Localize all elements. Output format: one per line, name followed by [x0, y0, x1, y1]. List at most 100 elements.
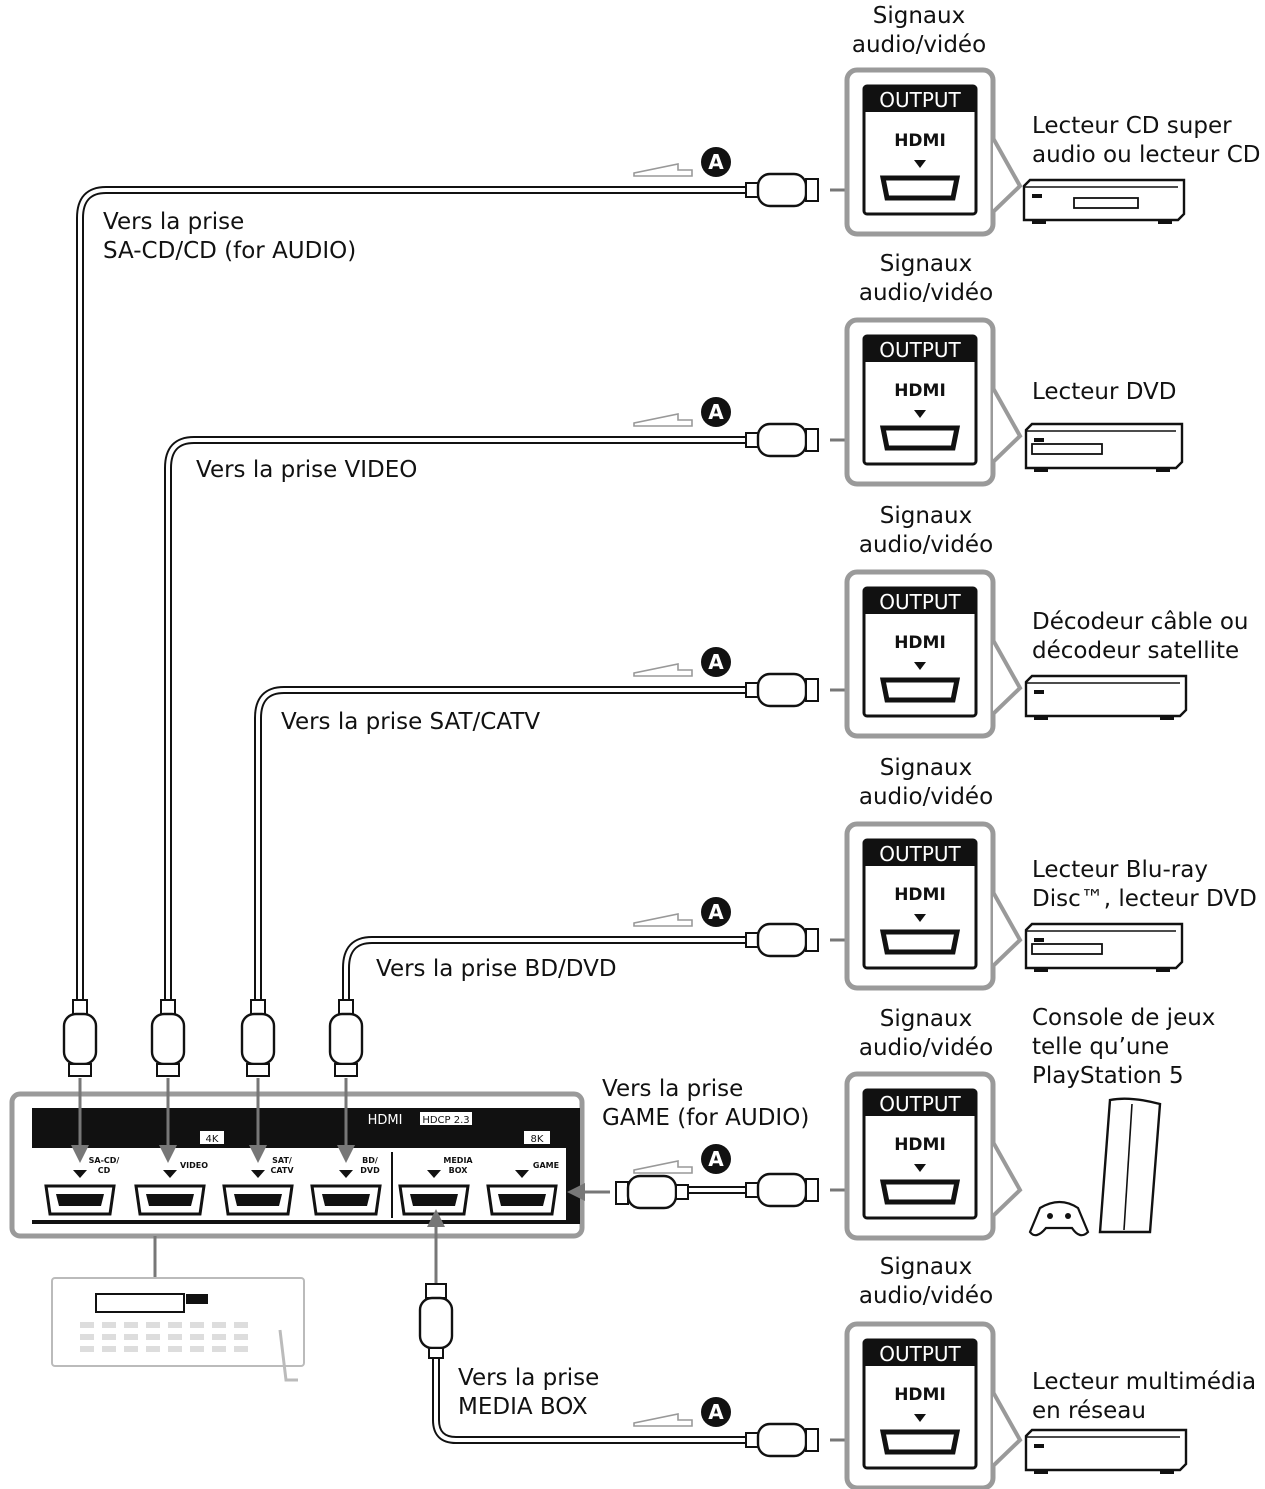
plug-tip	[805, 928, 819, 952]
device-foot	[1158, 220, 1172, 224]
jack-triangle-icon	[427, 1170, 441, 1178]
hdmi-port-icon	[879, 929, 961, 955]
hdmi-jack-slot	[322, 1194, 370, 1206]
console-seam	[1123, 1103, 1133, 1231]
jack-label: DVD	[360, 1166, 380, 1175]
marker-a-letter: A	[708, 900, 724, 924]
receiver-jack-0: SA-CD/CD	[44, 1156, 120, 1216]
plug-neck	[338, 999, 354, 1015]
plug-neck	[160, 999, 176, 1015]
down-triangle-icon	[914, 662, 926, 670]
power-indicator-icon	[1034, 938, 1044, 942]
cable-marker-a-4: A	[633, 1144, 731, 1174]
receiver-jack-2: SAT/CATV	[222, 1156, 294, 1216]
receiver-unit-terminal	[168, 1334, 182, 1340]
device-foot	[1160, 1470, 1174, 1474]
receiver-plug-3	[328, 999, 364, 1077]
plug-tip	[68, 1063, 92, 1077]
jack-destination-3: Vers la prise BD/DVD	[376, 956, 617, 982]
receiver-unit-cord	[278, 1329, 298, 1382]
hdmi-jack-slot	[146, 1194, 194, 1206]
hdmi-jack-slot	[498, 1194, 546, 1206]
plug-tip	[615, 1181, 629, 1205]
hdmi-cable-5	[432, 1300, 752, 1444]
receiver-unit-terminal	[168, 1346, 182, 1352]
receiver-jack-1: VIDEO	[134, 1161, 208, 1216]
device-icon-0	[1022, 178, 1186, 224]
hdmi-label: HDMI	[894, 1385, 946, 1405]
device-icon-2	[1024, 674, 1188, 720]
jack-label: SAT/	[272, 1156, 292, 1165]
console-body	[1098, 1097, 1162, 1234]
plug-tip	[156, 1063, 180, 1077]
receiver-unit-terminal	[190, 1334, 204, 1340]
plug-body	[150, 1012, 186, 1066]
jack-label: GAME	[533, 1161, 559, 1170]
receiver-unit-terminal	[212, 1322, 226, 1328]
plug-body	[62, 1012, 98, 1066]
plug-neck	[745, 1182, 759, 1198]
jack-label: CD	[98, 1166, 111, 1175]
output-panel-2: OUTPUT HDMI	[844, 569, 1023, 739]
hdmi-port-icon	[879, 677, 961, 703]
jack-triangle-icon	[339, 1170, 353, 1178]
hdmi-port-icon	[879, 1429, 961, 1455]
plug-tip	[246, 1063, 270, 1077]
hollow-arrow	[633, 913, 693, 927]
receiver-unit-terminal	[102, 1346, 116, 1352]
output-bar	[864, 1340, 976, 1366]
panel-wedge	[991, 639, 1023, 716]
output-label: OUTPUT	[879, 1092, 961, 1116]
device-icon-5	[1024, 1428, 1188, 1474]
plug-neck	[428, 1347, 444, 1359]
device-body	[1024, 1428, 1188, 1472]
hdmi-label: HDMI	[894, 1135, 946, 1155]
hdmi-cable-3	[342, 936, 752, 1002]
hdmi-label: HDMI	[894, 633, 946, 653]
receiver-unit-terminal	[234, 1334, 248, 1340]
plug-neck	[745, 1432, 759, 1448]
receiver-unit-terminal	[212, 1334, 226, 1340]
receiver-unit-terminal	[190, 1346, 204, 1352]
hdmi-cable-1	[164, 436, 752, 1002]
panel-wedge	[991, 891, 1023, 968]
jack-triangle-icon	[515, 1170, 529, 1178]
hollow-arrow	[633, 1413, 693, 1427]
output-label: OUTPUT	[879, 842, 961, 866]
output-label: OUTPUT	[879, 590, 961, 614]
power-indicator-icon	[1034, 438, 1044, 442]
device-plug-1	[745, 422, 819, 458]
jack-triangle-icon	[251, 1170, 265, 1178]
receiver-unit-terminal	[168, 1322, 182, 1328]
hollow-arrow	[633, 163, 693, 177]
game-plug	[615, 1174, 689, 1210]
plug-body	[328, 1012, 364, 1066]
plug-body	[418, 1296, 454, 1350]
device-foot	[1156, 468, 1170, 472]
receiver-unit-terminal	[190, 1322, 204, 1328]
disc-tray-icon	[1073, 197, 1139, 209]
controller-icon	[1028, 1200, 1090, 1237]
receiver-unit-terminal	[102, 1334, 116, 1340]
marker-a-letter: A	[708, 650, 724, 674]
marker-a-circle	[701, 647, 731, 677]
plug-tip	[805, 1178, 819, 1202]
plug-neck	[745, 432, 759, 448]
disc-tray-icon	[1031, 943, 1103, 955]
badge-8k-text: 8K	[531, 1134, 544, 1145]
hollow-arrow	[633, 413, 693, 427]
jack-label: CATV	[270, 1166, 294, 1175]
hdcp-badge-text: HDCP 2.3	[422, 1115, 469, 1126]
cable-core	[344, 938, 752, 1002]
jack-triangle-icon	[73, 1170, 87, 1178]
jack-label: SA-CD/	[89, 1156, 120, 1165]
